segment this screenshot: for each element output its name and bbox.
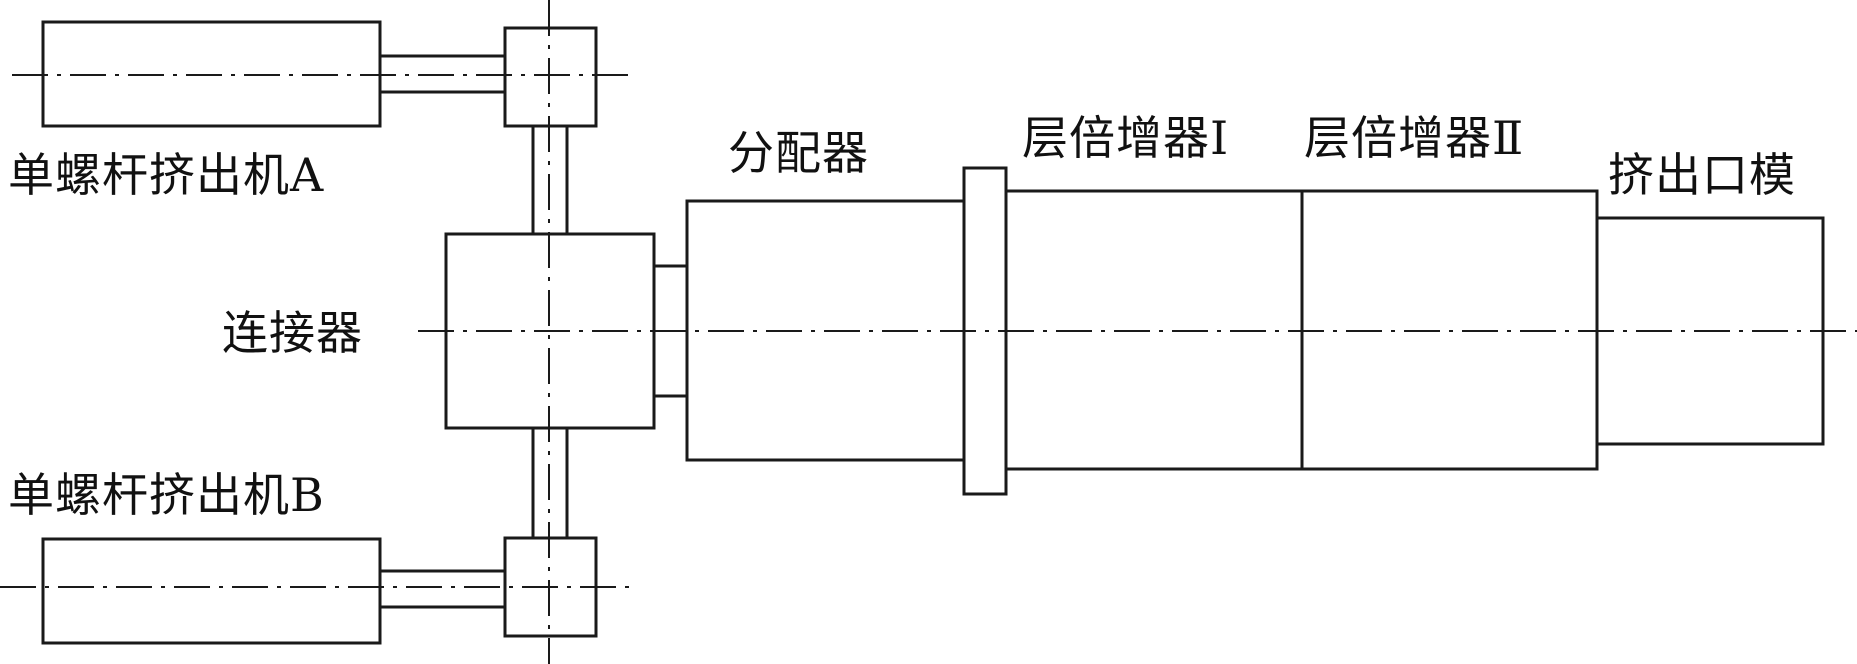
layer-multiplier-2-label: 层倍增器Ⅱ <box>1304 111 1525 165</box>
extruder-b-barrel <box>41 537 382 645</box>
extruder-b-shaft <box>378 569 507 609</box>
layer-multiplier-1-label: 层倍增器I <box>1022 111 1230 165</box>
extruder-a-gearbox <box>503 26 598 128</box>
extrusion-die-label: 挤出口模 <box>1608 148 1796 202</box>
distributor-label: 分配器 <box>728 126 869 180</box>
extruder-a-label: 单螺杆挤出机A <box>8 148 325 202</box>
connector-label: 连接器 <box>222 306 363 360</box>
extruder-b-label: 单螺杆挤出机B <box>8 468 325 522</box>
